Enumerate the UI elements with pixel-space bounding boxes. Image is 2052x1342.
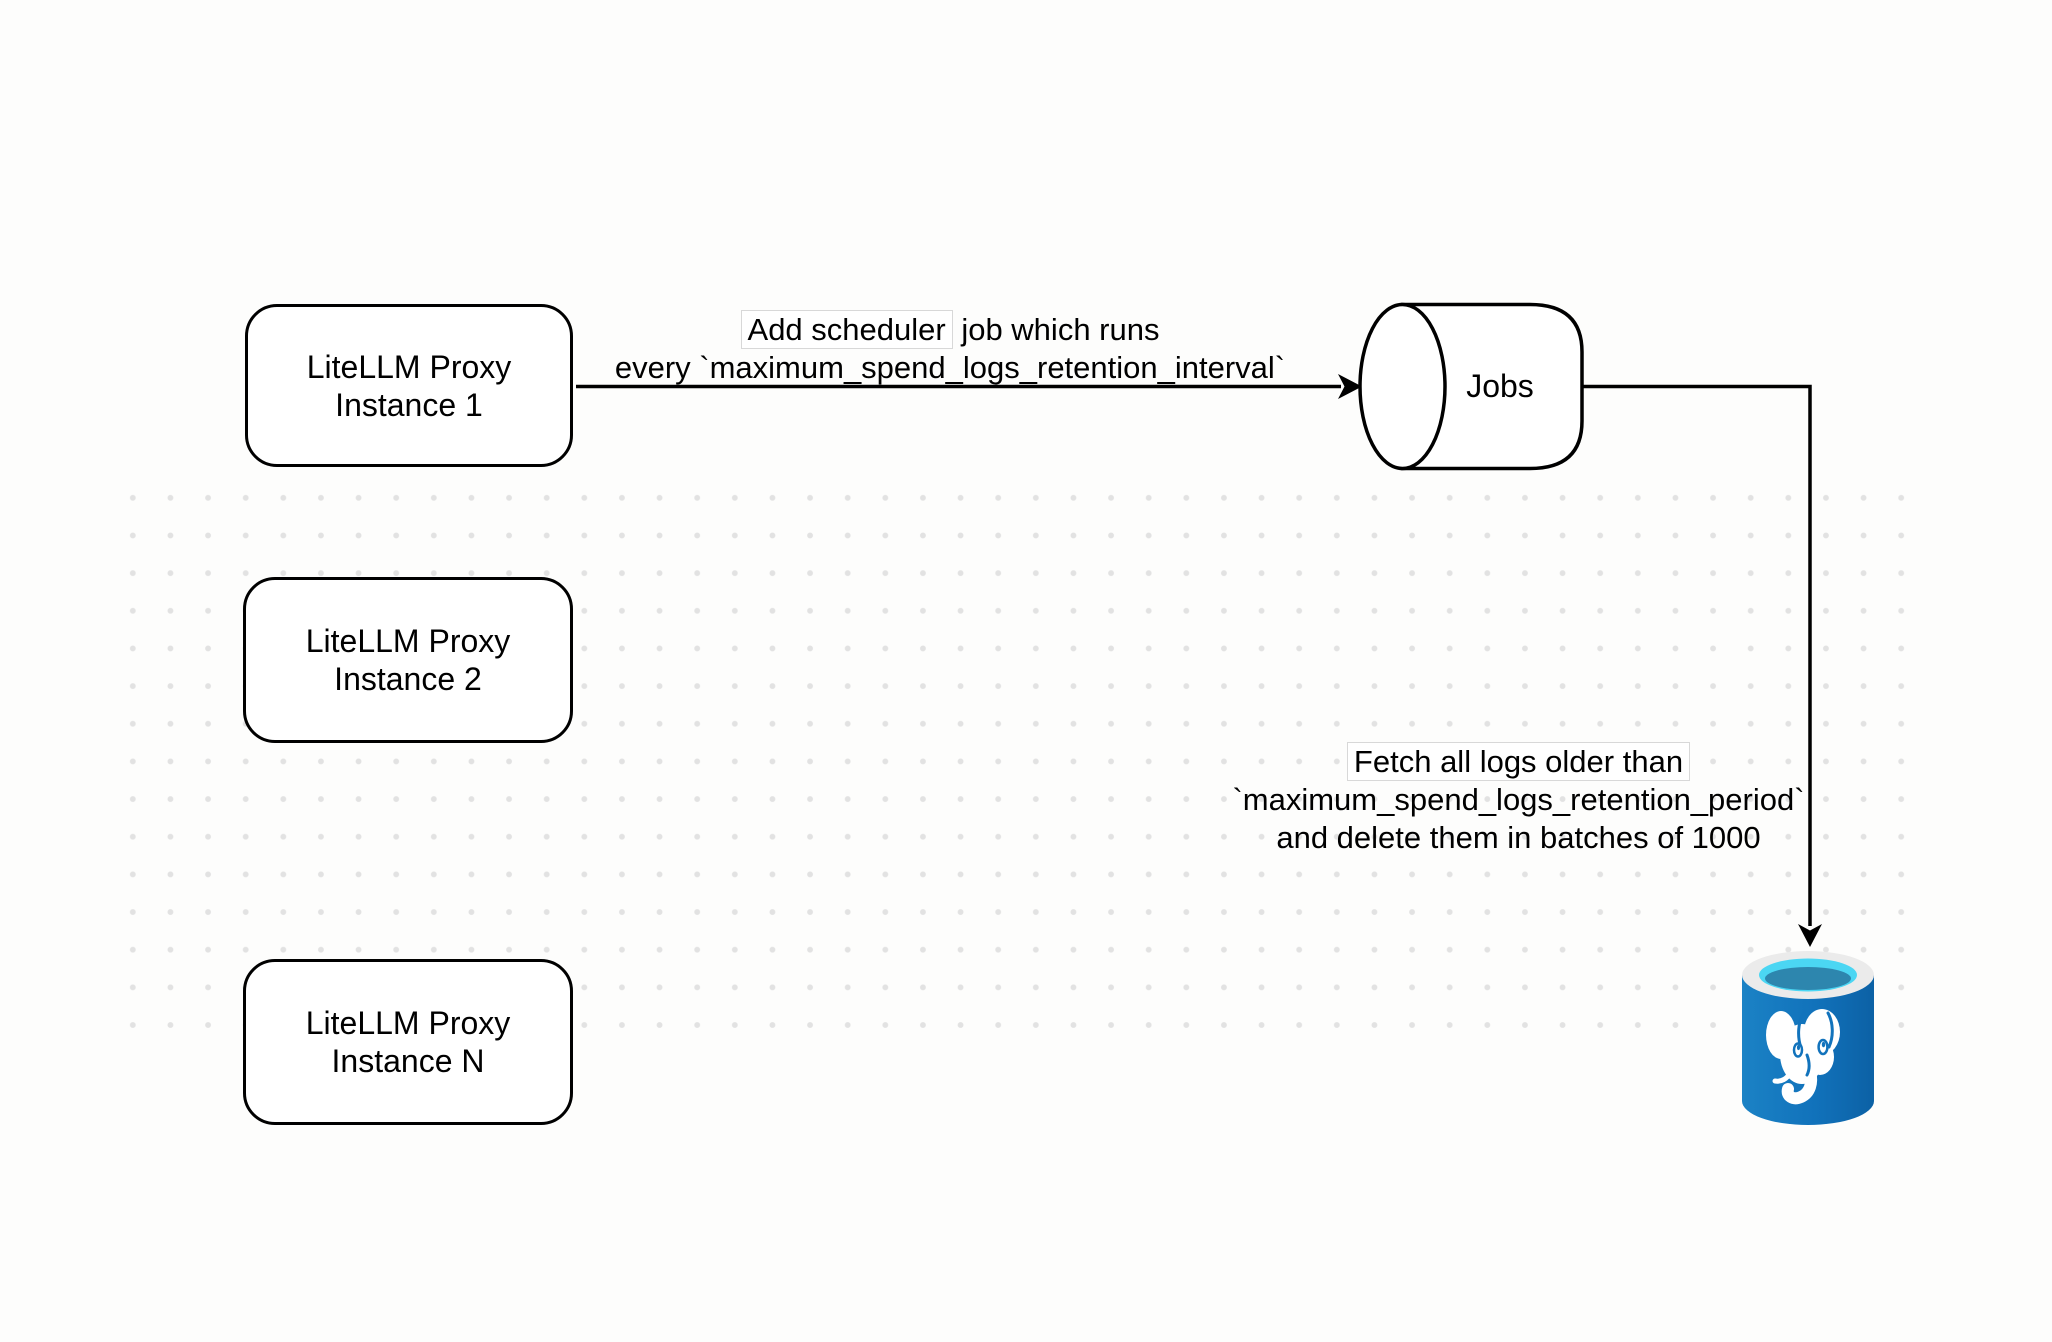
fetch-delete-edge-label: Fetch all logs older than `maximum_spend… <box>1190 742 1847 857</box>
postgres-elephant-icon <box>1766 1009 1840 1105</box>
postgresql-database-icon <box>1742 951 1874 1125</box>
scheduler-edge-label-line2: every `maximum_spend_logs_retention_inte… <box>614 349 1286 385</box>
scheduler-edge-label-rest: job which runs <box>952 312 1160 347</box>
node-label-line: Instance 1 <box>335 386 483 423</box>
scheduler-edge-label-line1: Add scheduler job which runs <box>560 310 1340 349</box>
arrowhead-right-icon <box>1338 374 1362 399</box>
node-litellm-proxy-instance-2: LiteLLM Proxy Instance 2 <box>243 577 573 743</box>
node-label-line: Instance N <box>331 1043 485 1079</box>
node-label-line: LiteLLM Proxy <box>305 1005 511 1041</box>
node-label-line: LiteLLM Proxy <box>305 623 511 659</box>
fetch-delete-edge-label-line1: Fetch all logs older than <box>1190 742 1847 781</box>
node-litellm-proxy-instance-n: LiteLLM Proxy Instance N <box>243 959 573 1125</box>
fetch-delete-edge-label-line3: and delete them in batches of 1000 <box>1276 820 1761 855</box>
jobs-node-label: Jobs <box>1466 368 1534 404</box>
fetch-delete-edge-label-boxed: Fetch all logs older than <box>1346 742 1691 781</box>
scheduler-edge-label: Add scheduler job which runs every `maxi… <box>560 310 1340 386</box>
node-litellm-proxy-instance-1: LiteLLM Proxy Instance 1 <box>245 304 573 467</box>
node-label-line: Instance 2 <box>334 661 482 697</box>
scheduler-edge-label-boxed: Add scheduler <box>740 310 953 349</box>
node-label-line: LiteLLM Proxy <box>306 348 512 385</box>
fetch-delete-edge-label-line2: `maximum_spend_logs_retention_period` <box>1232 782 1805 817</box>
